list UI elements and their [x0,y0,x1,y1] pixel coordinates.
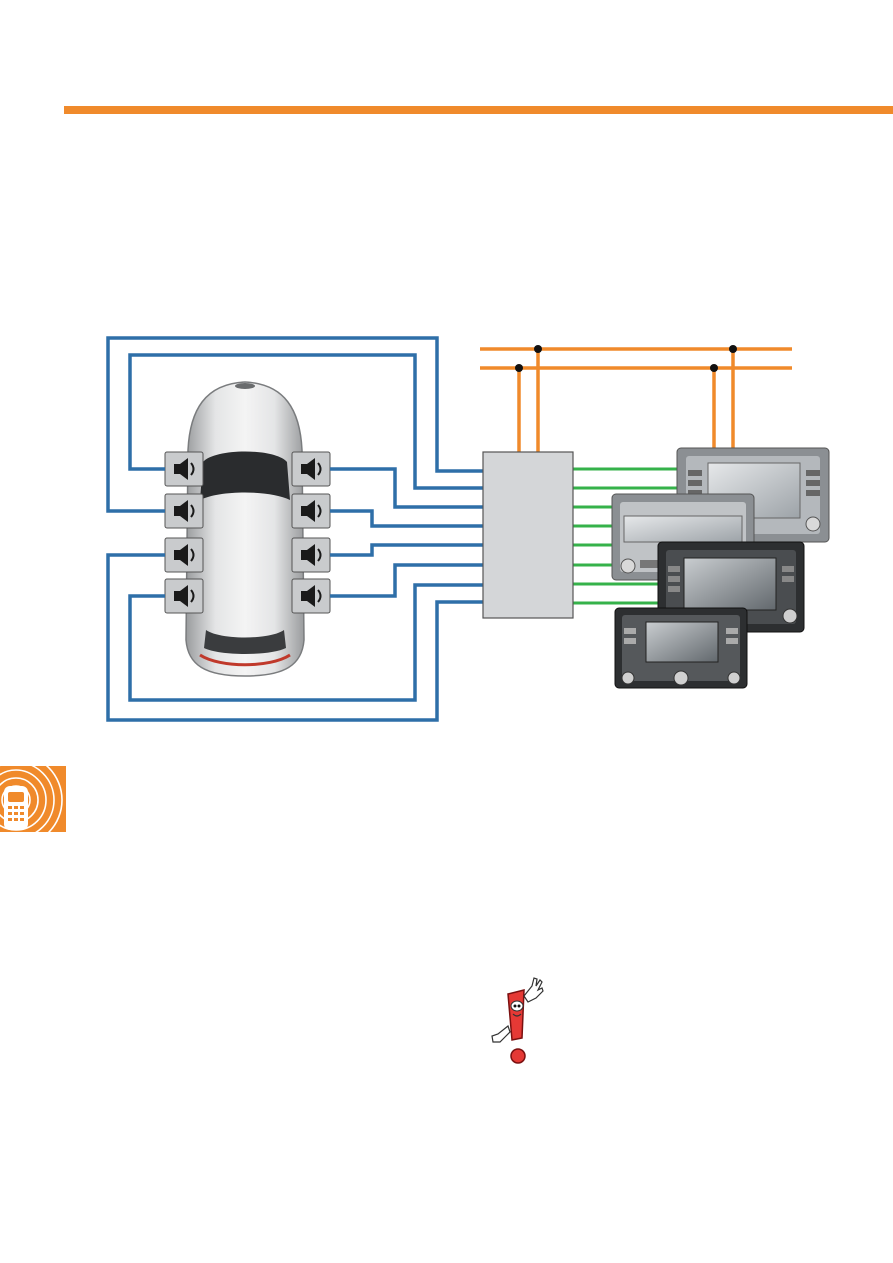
power-bus [480,347,792,452]
speaker-icon [291,578,331,614]
audio-system-diagram [106,336,830,722]
speaker-icon [291,537,331,573]
phone-signal-icon [0,766,66,832]
control-module [482,451,574,619]
speaker-icon [164,493,204,529]
radio-unit-4 [614,607,748,689]
speaker-wiring [106,336,483,722]
speaker-icon [164,537,204,573]
header-rule [64,106,893,114]
speaker-icon [164,578,204,614]
speaker-icon [164,451,204,487]
car-top-view [185,381,305,677]
speaker-icon [291,451,331,487]
exclamation-mascot-icon [491,977,544,1064]
speaker-icon [291,493,331,529]
bus-junctions [515,345,737,372]
